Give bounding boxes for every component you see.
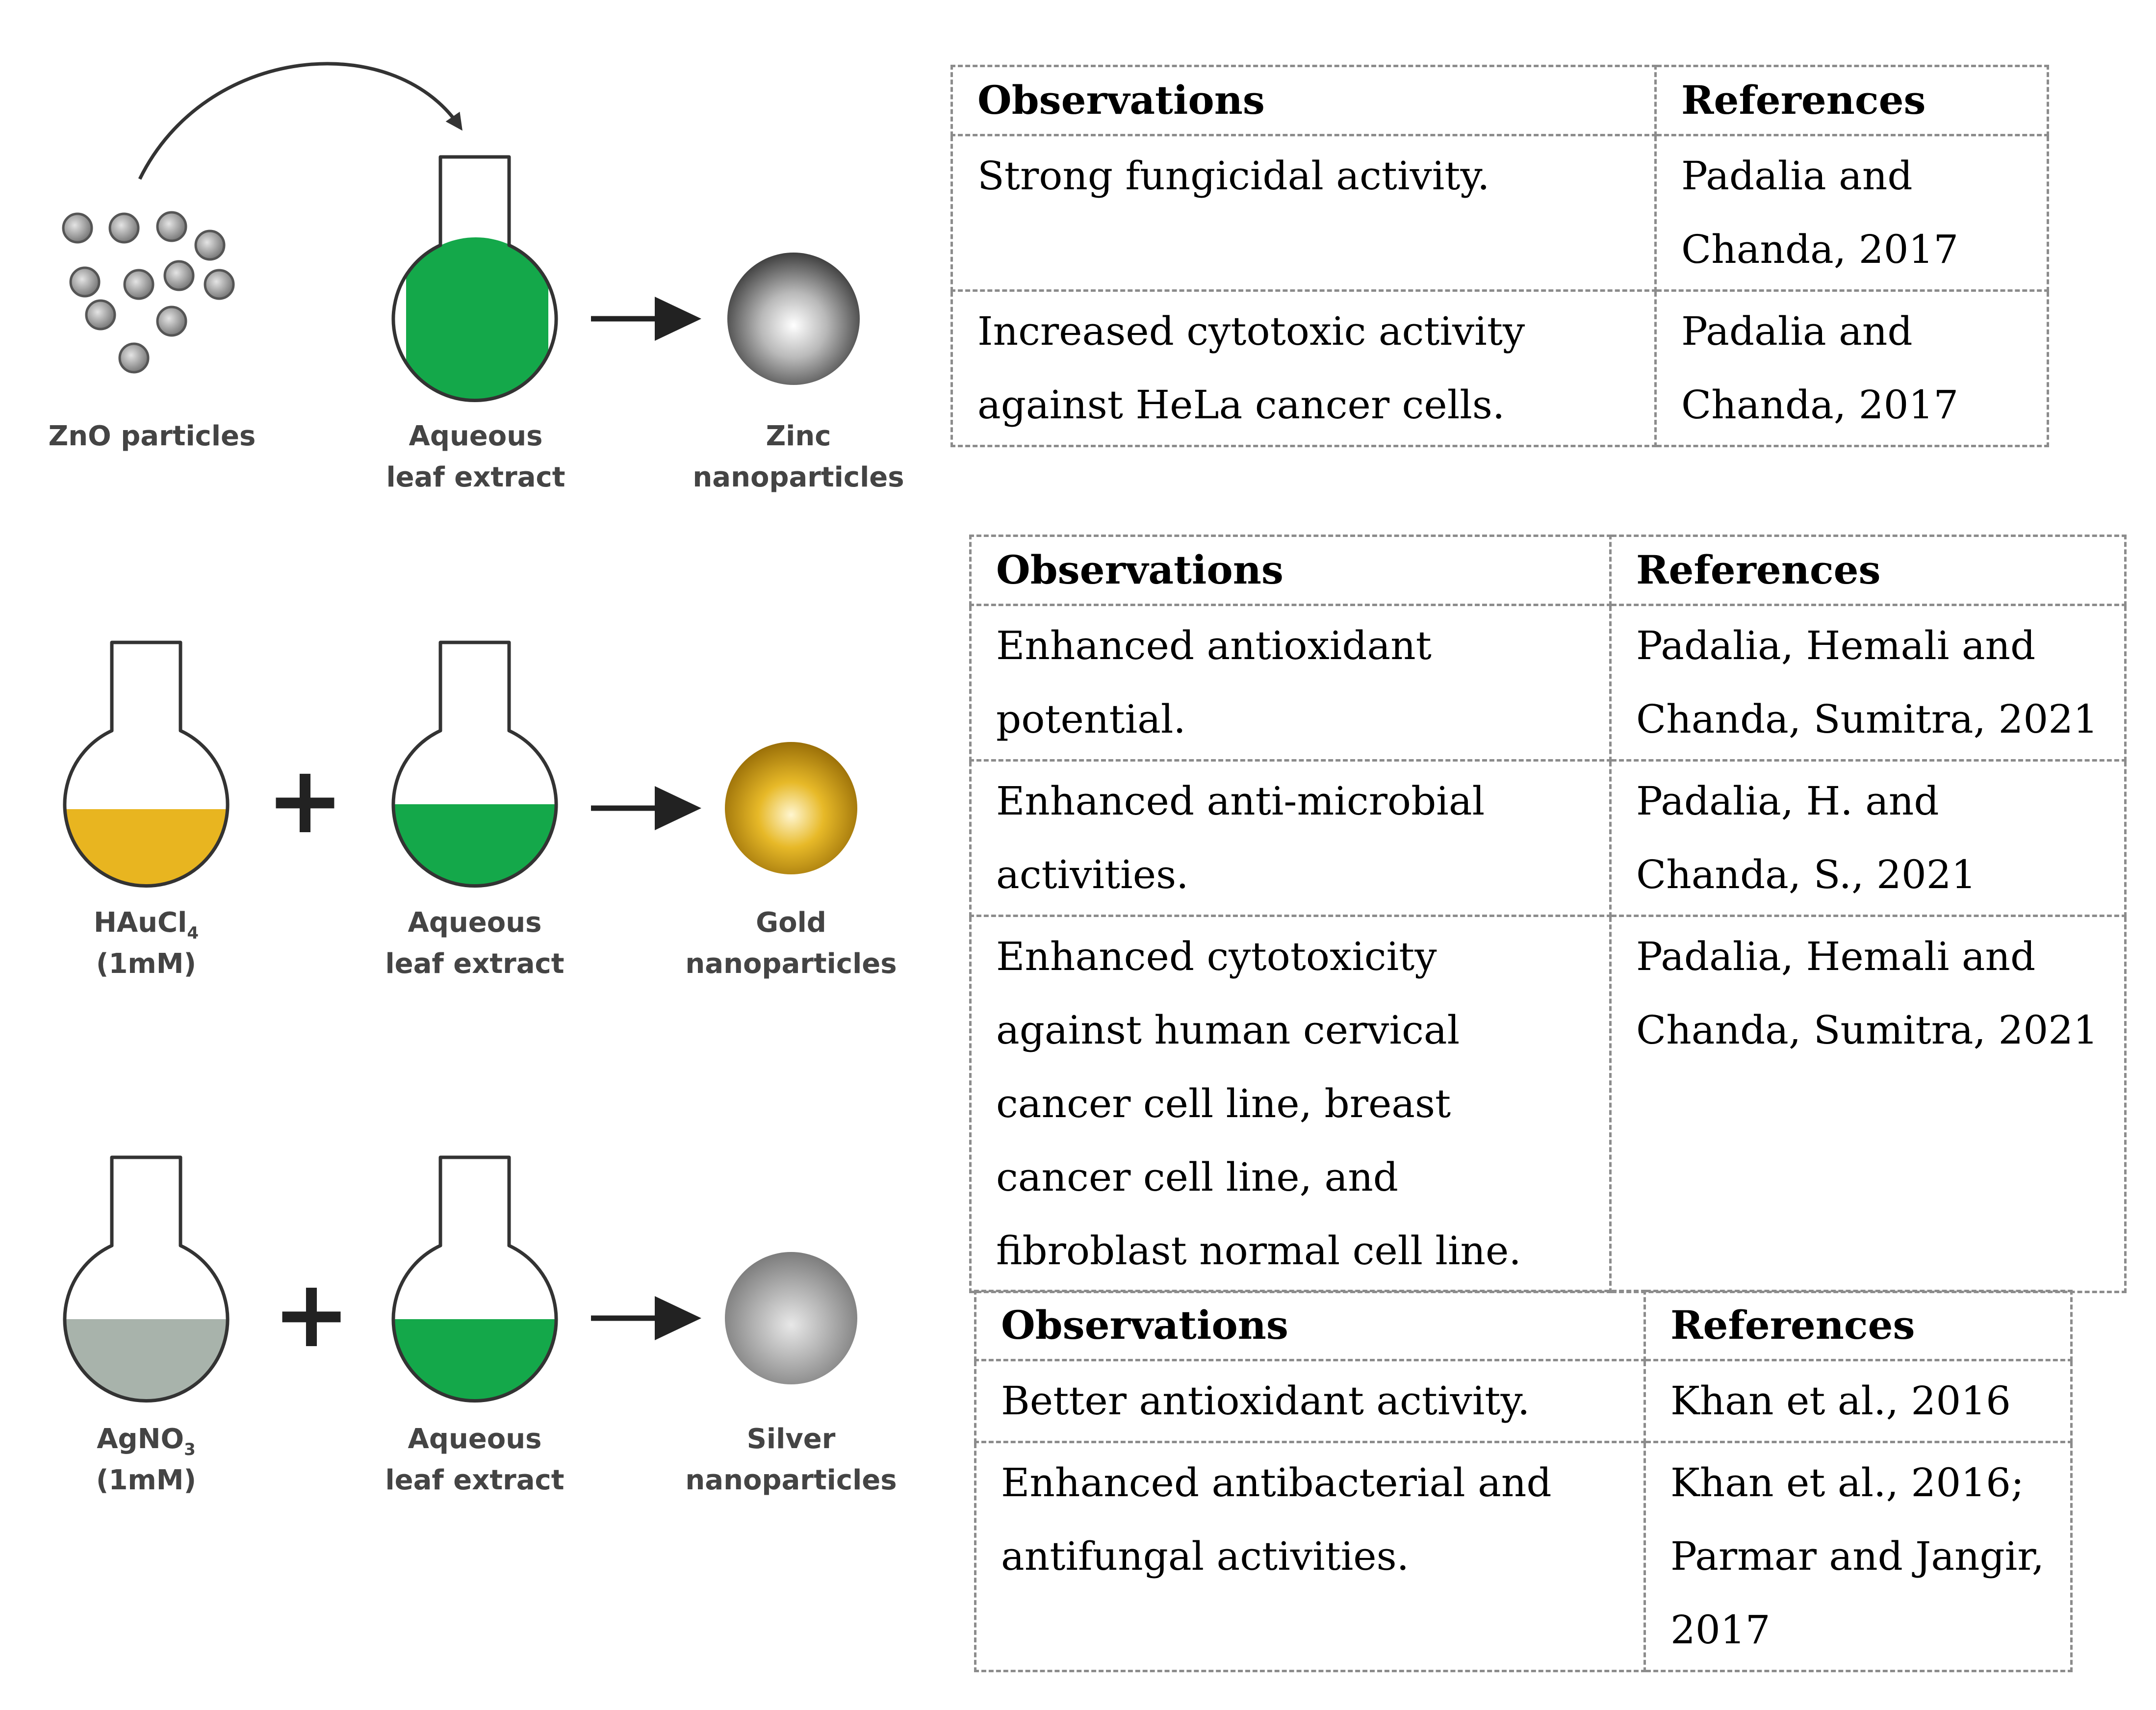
observation-cell: Enhanced anti-microbial activities. — [969, 759, 1612, 917]
leaf-extract-flask-icon — [391, 1155, 558, 1403]
product-label-line1: Zinc — [766, 420, 831, 452]
silver-salt-flask-icon — [63, 1155, 230, 1403]
table-row: Enhanced cytotoxicity against human cerv… — [969, 915, 2127, 1293]
reaction-arrow — [591, 1296, 701, 1340]
observation-cell: Enhanced antibacterial and antifungal ac… — [974, 1441, 1646, 1672]
zinc-observations-table: Observations References Strong fungicida… — [950, 65, 2049, 447]
table-header-row: Observations References — [969, 535, 2127, 606]
table-row: Enhanced antioxidant potential. Padalia,… — [969, 604, 2127, 762]
references-header: References — [1609, 535, 2127, 606]
table-row: Strong fungicidal activity. Padalia and … — [950, 134, 2049, 292]
observation-cell: Strong fungicidal activity. — [950, 134, 1657, 292]
product-label-line1: Silver — [747, 1423, 836, 1455]
zno-particles-icon — [62, 211, 235, 374]
extract-label-line1: Aqueous — [409, 420, 543, 452]
silver-observations-table: Observations References Better antioxida… — [974, 1290, 2073, 1672]
reference-cell: Padalia, Hemali and Chanda, Sumitra, 202… — [1609, 604, 2127, 762]
table-header-row: Observations References — [974, 1290, 2073, 1361]
product-label-line2: nanoparticles — [685, 1464, 897, 1496]
observations-header: Observations — [974, 1290, 1646, 1361]
reaction-arrow — [591, 786, 701, 830]
observation-cell: Increased cytotoxic activity against HeL… — [950, 289, 1657, 447]
reference-cell: Padalia and Chanda, 2017 — [1654, 289, 2049, 447]
reference-cell: Padalia, Hemali and Chanda, Sumitra, 202… — [1609, 915, 2127, 1293]
table-header-row: Observations References — [950, 65, 2049, 136]
table-row: Enhanced antibacterial and antifungal ac… — [974, 1441, 2073, 1672]
observations-header: Observations — [969, 535, 1612, 606]
product-label-line1: Gold — [756, 907, 826, 939]
zno-label: ZnO particles — [49, 420, 256, 452]
product-label-line2: nanoparticles — [693, 461, 904, 493]
silver-reagent-label: AgNO3 — [97, 1423, 196, 1459]
extract-label-line2: leaf extract — [386, 461, 565, 493]
plus-sign: + — [272, 1260, 350, 1368]
observations-header: Observations — [950, 65, 1657, 136]
gold-salt-flask-icon — [63, 640, 230, 888]
reaction-arrow — [591, 297, 701, 341]
extract-label-line2: leaf extract — [385, 1464, 564, 1496]
plus-sign: + — [266, 746, 344, 854]
curved-arrow — [138, 62, 462, 180]
references-header: References — [1654, 65, 2049, 136]
table-row: Better antioxidant activity. Khan et al.… — [974, 1359, 2073, 1443]
gold-reagent-concentration: (1mM) — [96, 948, 196, 980]
table-row: Increased cytotoxic activity against HeL… — [950, 289, 2049, 447]
zinc-nanoparticle-icon — [727, 253, 860, 385]
observation-cell: Enhanced antioxidant potential. — [969, 604, 1612, 762]
observation-cell: Enhanced cytotoxicity against human cerv… — [969, 915, 1612, 1293]
reference-cell: Padalia and Chanda, 2017 — [1654, 134, 2049, 292]
references-header: References — [1643, 1290, 2073, 1361]
observation-cell: Better antioxidant activity. — [974, 1359, 1646, 1443]
leaf-extract-flask-icon — [391, 640, 558, 888]
gold-reagent-label: HAuCl4 — [94, 907, 199, 943]
gold-observations-table: Observations References Enhanced antioxi… — [969, 535, 2127, 1293]
reference-cell: Padalia, H. and Chanda, S., 2021 — [1609, 759, 2127, 917]
leaf-extract-flask-icon — [391, 155, 558, 403]
extract-label-line1: Aqueous — [408, 907, 542, 939]
product-label-line2: nanoparticles — [685, 948, 897, 980]
extract-label-line1: Aqueous — [408, 1423, 542, 1455]
gold-nanoparticle-icon — [725, 742, 857, 874]
silver-nanoparticle-icon — [725, 1252, 857, 1384]
extract-label-line2: leaf extract — [385, 948, 564, 980]
reference-cell: Khan et al., 2016; Parmar and Jangir, 20… — [1643, 1441, 2073, 1672]
reference-cell: Khan et al., 2016 — [1643, 1359, 2073, 1443]
silver-reagent-concentration: (1mM) — [96, 1464, 196, 1496]
table-row: Enhanced anti-microbial activities. Pada… — [969, 759, 2127, 917]
